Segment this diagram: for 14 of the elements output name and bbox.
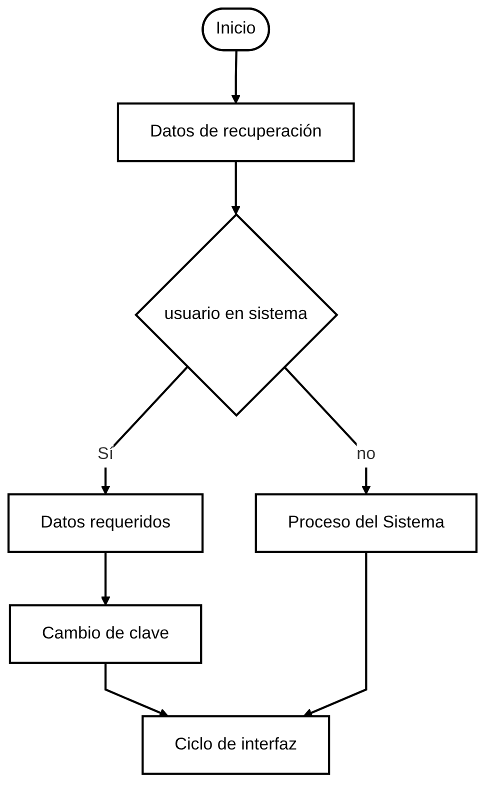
node-box: [142, 715, 330, 775]
arrow: [100, 552, 110, 606]
arrow: [231, 50, 241, 104]
edge-label: Sí: [97, 445, 114, 464]
arrow: [303, 552, 368, 718]
arrow: [231, 161, 241, 215]
node-diamond: [134, 212, 338, 417]
edge-label: no: [356, 445, 376, 464]
arrow: [104, 662, 169, 718]
node-box: [8, 604, 202, 664]
node-box: [254, 493, 478, 553]
node-box: [7, 493, 204, 553]
flowchart-drawing: Sí no Inicio Datos de recuperación usuario en sistema Datos requeridos Proceso del Sistema Cambio de clave Ciclo de interfaz: [0, 0, 485, 782]
node-box: [116, 102, 355, 162]
